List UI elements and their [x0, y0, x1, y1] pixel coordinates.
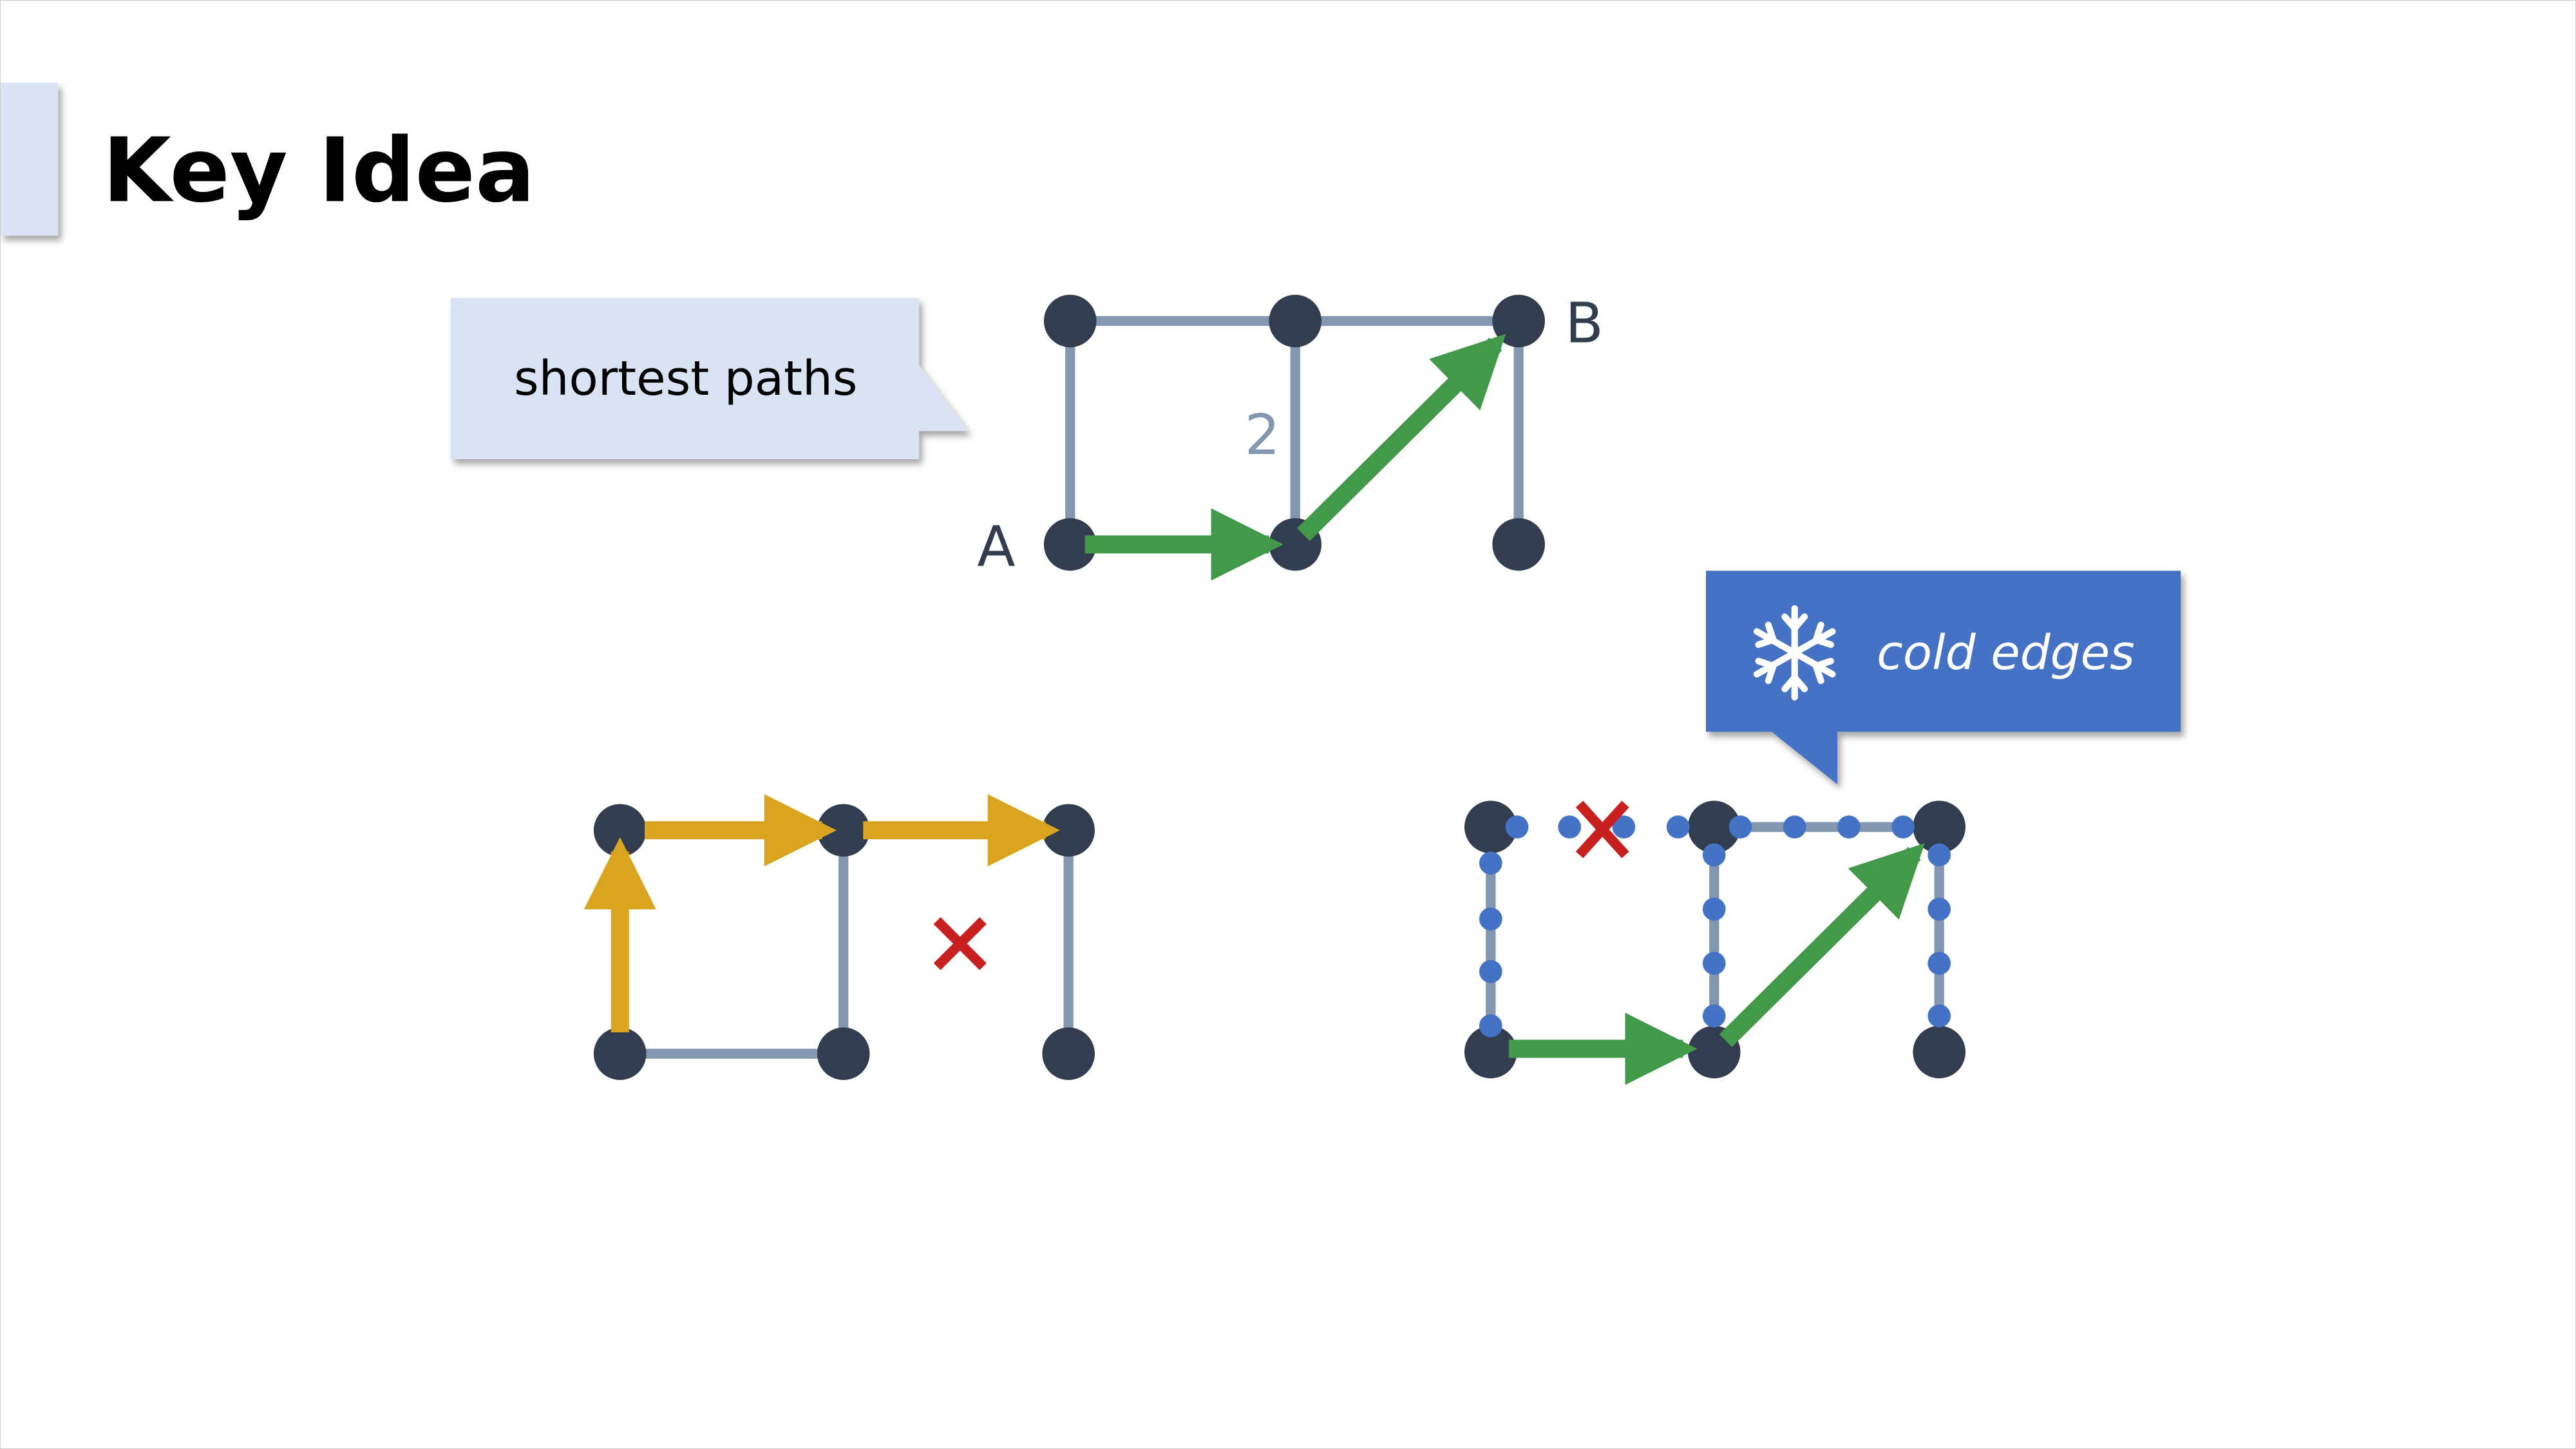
graph-node [1464, 1025, 1517, 1079]
cold-edge-dot [1612, 815, 1636, 839]
graph-node [593, 804, 647, 857]
cold-edge-dot [1837, 815, 1861, 839]
graph-node [817, 1027, 870, 1081]
graph-node [1913, 1025, 1966, 1079]
graph-node [1913, 800, 1966, 853]
node-label-b: B [1565, 291, 1604, 356]
graph-node [1687, 800, 1741, 853]
cold-edge-dot [1702, 843, 1726, 867]
node-label-a: A [977, 515, 1015, 580]
cold-edge-dot [1702, 1004, 1726, 1028]
graph-node [1042, 804, 1095, 857]
cold-edge-dot [1927, 897, 1951, 921]
cold-edge-dot [1505, 815, 1529, 839]
cold-edge-dot [1891, 815, 1915, 839]
cold-edge-dot [1927, 843, 1951, 867]
graph-node [817, 804, 870, 857]
removed-edge-cross-icon [933, 917, 987, 971]
cold-edge-dot [1558, 815, 1582, 839]
graph-detour [620, 830, 1074, 1059]
graph-node [1043, 294, 1097, 348]
cold-edge-dot [1666, 815, 1690, 839]
edge-weight-label: 2 [1245, 402, 1280, 468]
graph-shortest-path [1065, 316, 1524, 545]
graph-node [1492, 518, 1545, 571]
callout-text: cold edges [1877, 625, 2134, 681]
cold-edge-dot [1479, 1014, 1502, 1037]
path-arrow [1297, 334, 1506, 542]
path-arrow [1719, 843, 1925, 1047]
cold-edge-dot [1783, 815, 1806, 839]
graph-node [1269, 294, 1322, 348]
graph-node [593, 1027, 647, 1081]
graph-node [1042, 1027, 1095, 1081]
graph-node [1492, 294, 1545, 348]
title-accent-bar [1, 82, 59, 236]
snowflake-icon [1753, 605, 1836, 701]
cold-edge-dot [1479, 907, 1502, 931]
callout-text: shortest paths [514, 351, 857, 406]
removed-edge-cross-icon [1575, 800, 1629, 858]
graph-node [1464, 800, 1517, 853]
cold-edge-dot [1702, 952, 1726, 975]
graph-node [1043, 518, 1097, 571]
shortest-paths-callout: shortest paths [450, 298, 969, 459]
cold-edge-dot [1927, 952, 1951, 975]
cold-edge-dot [1728, 815, 1752, 839]
cold-edge-dot [1479, 960, 1502, 983]
page-title: Key Idea [102, 119, 535, 222]
cold-edge-dot [1927, 1004, 1951, 1028]
cold-edge-dot [1479, 851, 1502, 875]
cold-edge-dot [1702, 897, 1726, 921]
cold-edges-callout: cold edges [1705, 571, 2181, 784]
